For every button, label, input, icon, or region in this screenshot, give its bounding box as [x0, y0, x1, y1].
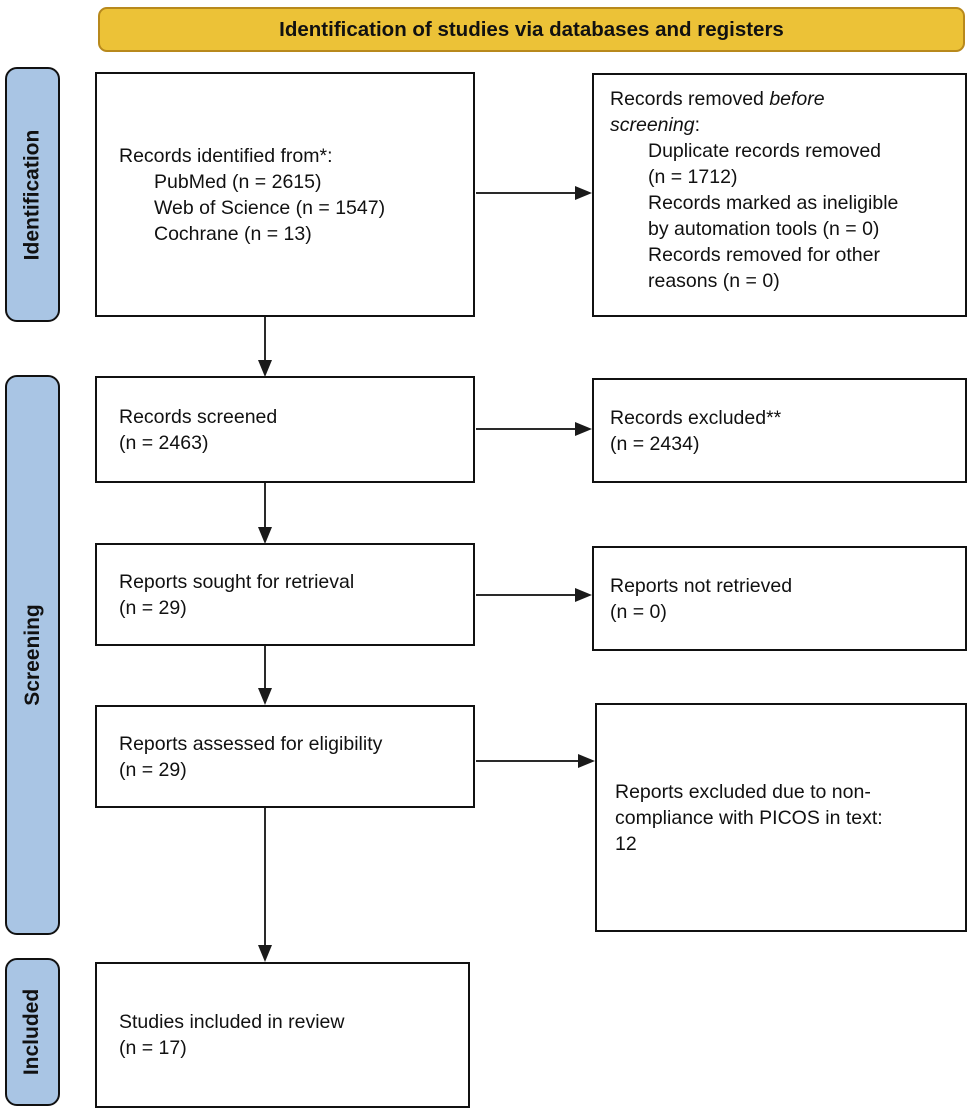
- arrow-screened-to-excluded: [476, 422, 592, 436]
- reports-excluded-picos-line: Reports excluded due to non-: [615, 780, 871, 803]
- records-removed-intro-normal: Records removed: [610, 88, 770, 110]
- records-removed-item-line: Records removed for other: [648, 244, 880, 266]
- arrow-assessed-to-included: [258, 808, 272, 962]
- records-screened-count: (n = 2463): [119, 431, 209, 454]
- arrow-shaft: [263, 808, 267, 946]
- records-removed-item-line: Records marked as ineligible: [648, 192, 899, 214]
- records-identified-source-cochrane: Cochrane (n = 13): [154, 222, 312, 245]
- records-removed-item-line: Duplicate records removed: [648, 140, 882, 162]
- box-reports-assessed-for-eligibility: Reports assessed for eligibility (n = 29…: [95, 705, 475, 808]
- arrow-shaft: [476, 427, 576, 431]
- records-removed-intro-italic2: screening: [610, 114, 695, 136]
- reports-assessed-title: Reports assessed for eligibility: [119, 732, 383, 755]
- arrow-shaft: [476, 191, 576, 195]
- box-records-identified: Records identified from*: PubMed (n = 26…: [95, 72, 475, 317]
- box-studies-included-in-review: Studies included in review (n = 17): [95, 962, 470, 1108]
- box-reports-excluded-picos: Reports excluded due to non- compliance …: [595, 703, 967, 932]
- arrow-head-icon: [578, 754, 595, 768]
- records-removed-item-line: reasons (n = 0): [648, 270, 780, 292]
- records-removed-intro-line1: Records removed before: [610, 86, 959, 112]
- reports-sought-count: (n = 29): [119, 596, 187, 619]
- box-reports-not-retrieved: Reports not retrieved (n = 0): [592, 546, 967, 651]
- arrow-sought-to-assessed: [258, 646, 272, 705]
- reports-excluded-picos-line: 12: [615, 832, 637, 855]
- records-removed-item-line: (n = 1712): [648, 166, 738, 188]
- box-records-screened: Records screened (n = 2463): [95, 376, 475, 483]
- reports-sought-title: Reports sought for retrieval: [119, 570, 355, 593]
- records-removed-item-line: by automation tools (n = 0): [648, 218, 880, 240]
- arrow-head-icon: [575, 186, 592, 200]
- stage-label-screening: Screening: [5, 375, 60, 935]
- arrow-head-icon: [575, 588, 592, 602]
- arrow-shaft: [263, 646, 267, 689]
- arrow-screened-to-sought: [258, 483, 272, 544]
- records-excluded-count: (n = 2434): [610, 432, 700, 455]
- reports-not-retrieved-count: (n = 0): [610, 600, 667, 623]
- records-identified-source-pubmed: PubMed (n = 2615): [154, 170, 322, 193]
- box-records-removed-before-screening: Records removed before screening: Duplic…: [592, 73, 967, 317]
- arrow-head-icon: [258, 688, 272, 705]
- reports-excluded-picos-line: compliance with PICOS in text:: [615, 806, 883, 829]
- arrow-shaft: [476, 593, 576, 597]
- arrow-head-icon: [258, 945, 272, 962]
- records-identified-title: Records identified from*:: [119, 144, 333, 167]
- studies-included-count: (n = 17): [119, 1037, 187, 1059]
- arrow-head-icon: [575, 422, 592, 436]
- records-removed-intro-italic1: before: [769, 88, 825, 110]
- box-records-excluded: Records excluded** (n = 2434): [592, 378, 967, 483]
- box-reports-sought-for-retrieval: Reports sought for retrieval (n = 29): [95, 543, 475, 646]
- records-removed-intro-line2: screening:: [610, 112, 959, 138]
- stage-label-identification: Identification: [5, 67, 60, 322]
- records-identified-source-wos: Web of Science (n = 1547): [154, 196, 386, 219]
- arrow-sought-to-not-retrieved: [476, 588, 592, 602]
- stage-label-included-text: Included: [20, 988, 44, 1076]
- studies-included-title: Studies included in review: [119, 1011, 345, 1033]
- records-excluded-title: Records excluded**: [610, 406, 782, 429]
- banner-title: Identification of studies via databases …: [279, 17, 784, 41]
- reports-assessed-count: (n = 29): [119, 758, 187, 781]
- stage-label-identification-text: Identification: [20, 129, 44, 260]
- banner: Identification of studies via databases …: [98, 7, 965, 52]
- arrow-shaft: [263, 317, 267, 361]
- arrow-assessed-to-excluded-picos: [476, 754, 595, 768]
- stage-label-screening-text: Screening: [20, 604, 44, 706]
- records-screened-title: Records screened: [119, 405, 278, 428]
- records-removed-intro-colon: :: [694, 114, 700, 136]
- arrow-shaft: [476, 759, 579, 763]
- stage-label-included: Included: [5, 958, 60, 1106]
- arrow-head-icon: [258, 527, 272, 544]
- arrow-identified-to-screened: [258, 317, 272, 377]
- reports-not-retrieved-title: Reports not retrieved: [610, 574, 793, 597]
- arrow-head-icon: [258, 360, 272, 377]
- arrow-identified-to-removed: [476, 186, 592, 200]
- arrow-shaft: [263, 483, 267, 528]
